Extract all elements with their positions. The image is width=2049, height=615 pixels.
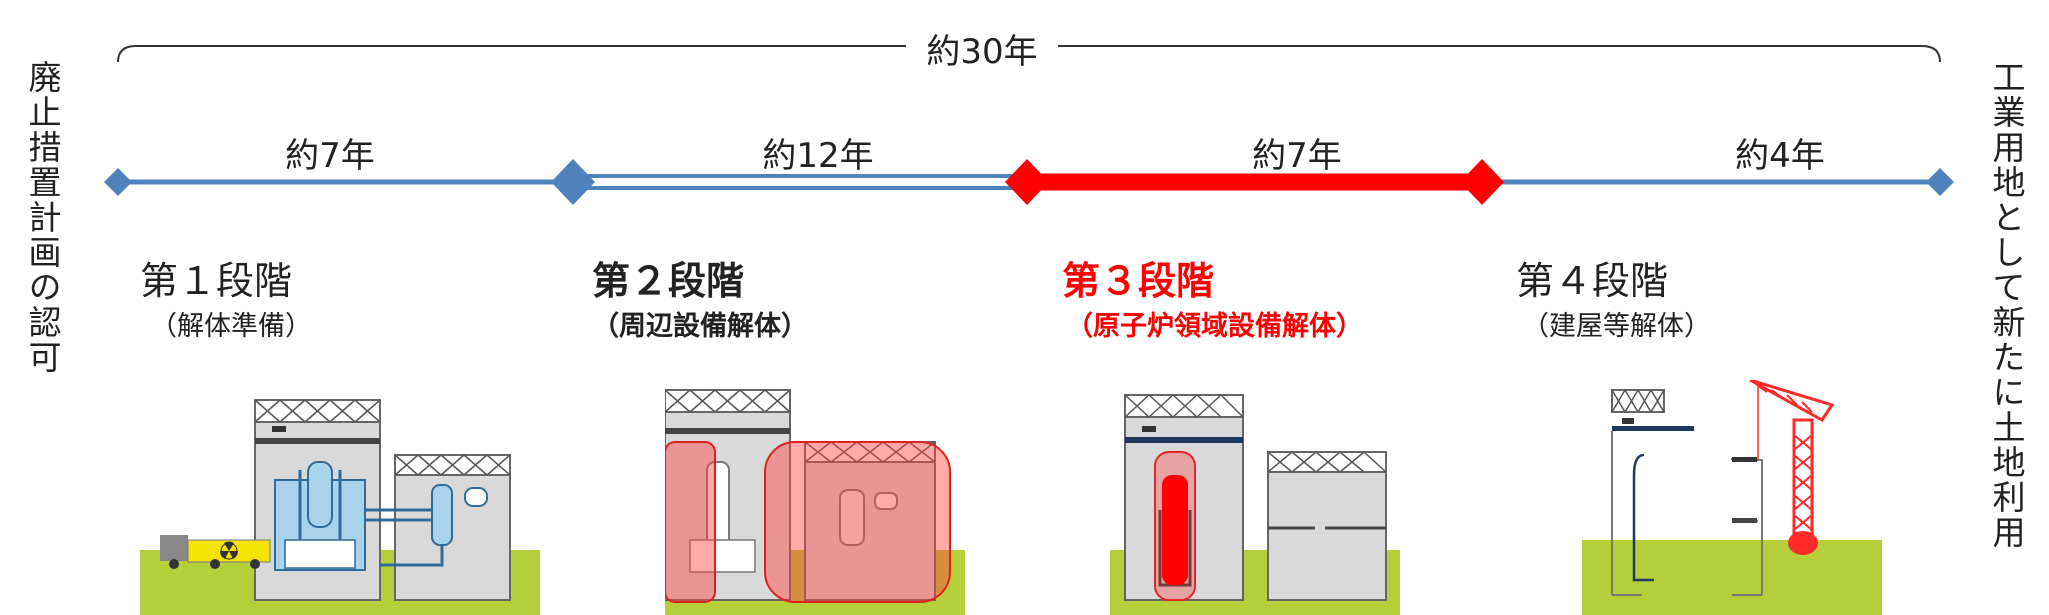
total-period-label: 約30年 [926,32,1038,72]
crane-icon [1749,380,1835,555]
timeline-marker-stage-4 [1460,159,1504,205]
right-label: 工業用地として新たに土地利用 [1987,60,2026,550]
segment-2-label: 約12年 [762,136,874,176]
stage-2-subtitle: （周辺設備解体） [592,311,808,342]
total-period-brace [117,45,1941,63]
segment-3-label: 約7年 [1252,136,1342,176]
timeline-marker-start [104,168,132,196]
radiation-warning-icon [220,541,238,560]
timeline-marker-stage-2 [551,159,595,205]
stage-3-subtitle: （原子炉領域設備解体） [1066,311,1363,342]
stage-2-illustration [665,389,965,615]
stage-4-subtitle: （建屋等解体） [1522,311,1711,342]
stage-1-subtitle: （解体準備） [150,311,312,342]
segment-1-label: 約7年 [285,136,375,176]
stage-4-illustration [1582,380,1882,615]
timeline-marker-end [1926,168,1954,196]
left-label: 廃止措置計画の認可 [23,60,62,375]
stage-1-illustration [140,399,540,615]
stage-3-illustration [1110,394,1400,615]
segment-4-label: 約4年 [1735,136,1825,176]
timeline-segment-2 [573,174,1027,190]
stage-2-title: 第２段階 [592,259,745,303]
stage-1-title: 第１段階 [140,259,293,303]
stage-3-title: 第３段階 [1062,259,1215,303]
timeline-marker-stage-3 [1005,159,1049,205]
stage-4-title: 第４段階 [1516,259,1669,303]
